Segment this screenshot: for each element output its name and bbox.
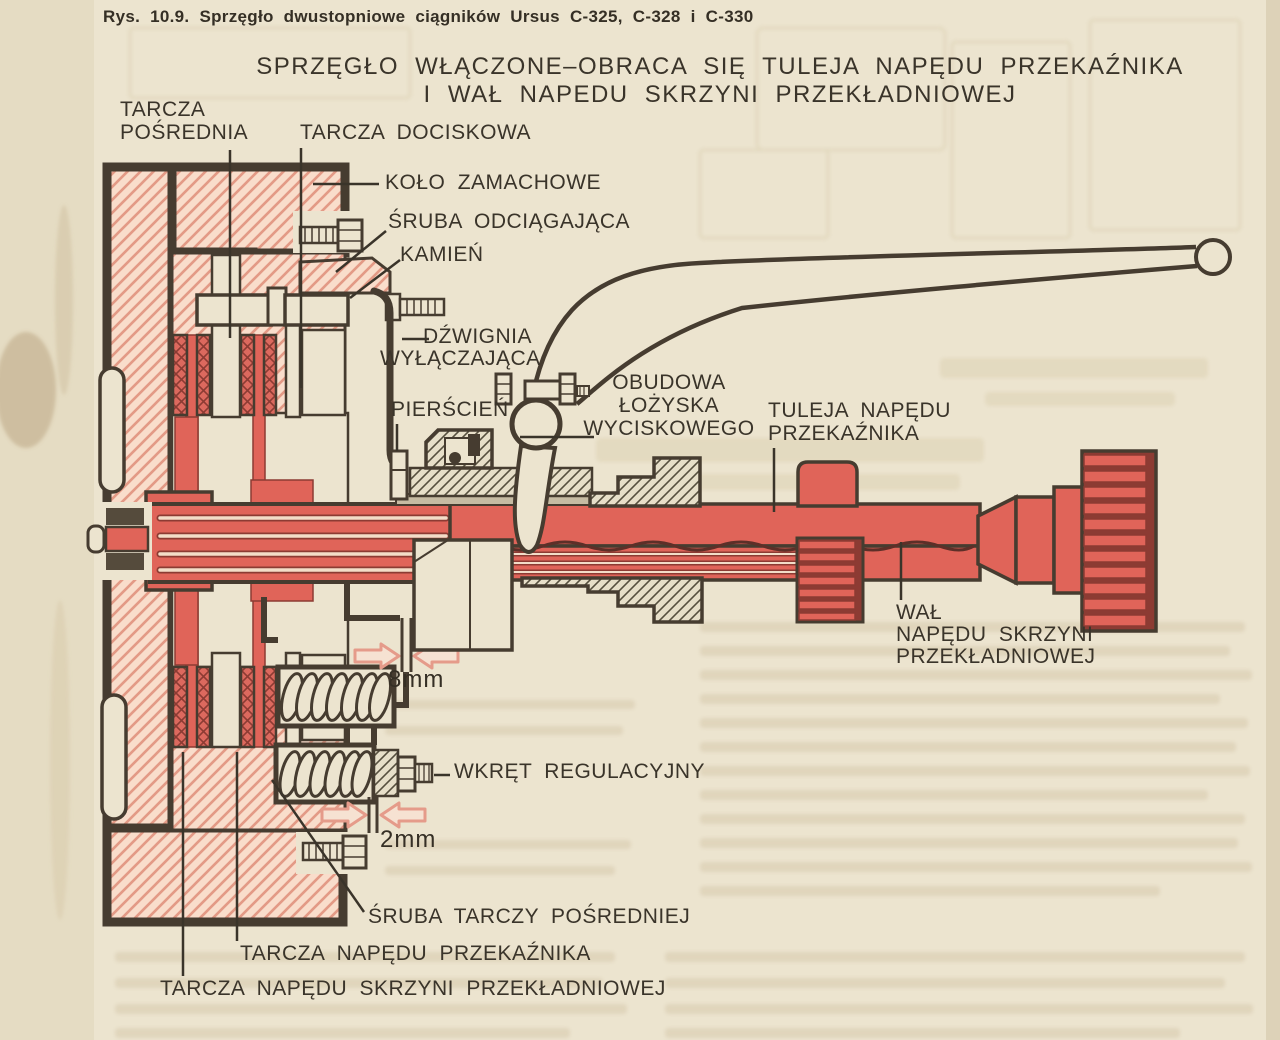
label-tarcza-dociskowa: TARCZA DOCISKOWA: [300, 121, 532, 144]
paper-stain: [0, 332, 56, 448]
retracting-screw-assembly: [293, 211, 367, 253]
fork-clamp-bar: [523, 379, 565, 401]
spring-section: [261, 582, 434, 874]
stud-shank: [398, 297, 446, 317]
leader-sruba-odciagajaca: [335, 230, 387, 273]
label-kamien: KAMIEŃ: [400, 243, 484, 266]
label-tarcza-napedu-przekaznika: TARCZA NAPĘDU PRZEKAŹNIKA: [240, 942, 591, 965]
intermediate-plate-screw: [296, 832, 368, 874]
bearing-carrier-plate: [408, 466, 594, 498]
label-tarcza-napedu-skrzyni: TARCZA NAPĘDU SKRZYNI PRZEKŁADNIOWEJ: [160, 977, 666, 1000]
shaft-assembly: [86, 449, 1158, 633]
lever-lower-edge: [575, 263, 1198, 406]
slide-bar-right: [283, 293, 350, 327]
label-wal-line2: NAPĘDU SKRZYNI: [896, 623, 1094, 646]
thrust-block: [412, 538, 514, 652]
shaft-split-line: [454, 540, 975, 552]
label-dzwignia-line2: WYŁĄCZAJĄCA: [380, 347, 541, 370]
gearbox-sleeve-upper: [588, 456, 702, 508]
gear-hub-step: [1052, 485, 1086, 595]
label-tuleja-line1: TULEJA NAPĘDU: [768, 399, 951, 422]
bearing-ball: [449, 452, 461, 464]
release-lever: [494, 238, 1232, 554]
inner-spline-grooves: [487, 551, 798, 575]
label-dzwignia-line1: DŹWIGNIA: [423, 325, 532, 348]
output-gear: [1080, 449, 1158, 633]
clearance-markers: [320, 538, 514, 833]
sleeve-pinion-gear: [795, 536, 865, 624]
fork-clamp-nuts: [494, 372, 577, 406]
slide-bar-left: [195, 293, 273, 327]
lever-upper-edge: [530, 244, 1197, 395]
label-sruba-tarczy-posredniej: ŚRUBA TARCZY POŚREDNIEJ: [368, 905, 691, 928]
screw-hex-head: [336, 218, 364, 253]
pressure-spring-lower: [278, 750, 374, 798]
pressure-spring-upper: [280, 672, 392, 722]
label-tarcza-posrednia-line2: POŚREDNIA: [120, 121, 249, 144]
diagram-title-line2: I WAŁ NAPEDU SKRZYNI PRZEKŁADNIOWEJ: [423, 81, 1017, 108]
label-obudowa-line3: WYCISKOWEGO: [583, 417, 755, 440]
fork-finger: [512, 443, 558, 554]
label-sruba-odciagajaca: ŚRUBA ODCIĄGAJĄCA: [388, 210, 631, 233]
shaft-neck: [1014, 495, 1056, 585]
release-bearing-area: [389, 428, 704, 624]
diagram-title-line1: SPRZĘGŁO WŁĄCZONE–OBRACA SIĘ TULEJA NAPĘ…: [256, 53, 1184, 80]
label-wal-line3: PRZEKŁADNIOWEJ: [896, 645, 1096, 668]
screw-threads: [304, 227, 334, 243]
fork-yoke-eye: [509, 397, 563, 451]
figure-caption: Rys. 10.9. Sprzęgło dwustopniowe ciągnik…: [103, 7, 754, 26]
gearbox-sleeve-lower: [520, 576, 704, 624]
flywheel-slots: [98, 366, 128, 821]
leader-kamien: [349, 259, 401, 299]
label-wal-line1: WAŁ: [896, 601, 943, 624]
label-wkret-regulacyjny: WKRĘT REGULACYJNY: [454, 760, 705, 783]
leader-lines: [181, 148, 903, 976]
fork-side-stud: [576, 385, 590, 397]
lever-ball-end: [1194, 238, 1232, 276]
label-tarcza-posrednia-line1: TARCZA: [120, 98, 206, 121]
dimension-8mm: 8mm: [388, 666, 445, 693]
sleeve-collar: [796, 460, 859, 508]
label-kolo-zamachowe: KOŁO ZAMACHOWE: [385, 171, 602, 194]
gap-lines: [367, 618, 413, 833]
label-obudowa-line1: OBUDOWA: [612, 371, 726, 394]
label-obudowa-line2: ŁOŻYSKA: [618, 394, 720, 417]
label-tuleja-line2: PRZEKAŹNIKA: [768, 422, 920, 445]
spline-grooves: [156, 514, 450, 574]
stud-threads: [406, 299, 436, 315]
leader-sruba-tarczy: [270, 779, 366, 913]
adjusting-screw: [372, 748, 434, 798]
label-pierscien: PIERŚCIEŃ: [391, 398, 509, 421]
ring-pierscien: [389, 449, 409, 501]
friction-linings: [171, 333, 278, 749]
shaft-left-tip: [86, 502, 152, 580]
dimension-2mm: 2mm: [380, 826, 437, 853]
